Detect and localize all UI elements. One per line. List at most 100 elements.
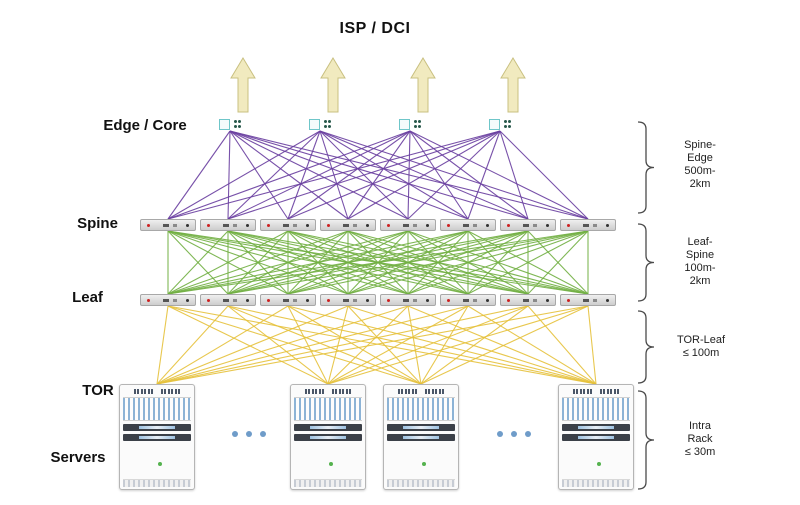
spine-leaf-link bbox=[227, 230, 589, 295]
status-led-icon bbox=[486, 224, 489, 227]
edge-port-icon bbox=[488, 118, 500, 130]
spine-switch bbox=[380, 219, 436, 231]
status-led-icon bbox=[366, 299, 369, 302]
spine-leaf-link bbox=[167, 230, 529, 295]
edge-spine-link bbox=[467, 130, 501, 220]
status-led-icon bbox=[327, 299, 330, 302]
leaf-tor-link bbox=[587, 305, 597, 385]
edge-port-icon bbox=[398, 118, 410, 130]
port-block-icon bbox=[473, 224, 477, 227]
rack-vent bbox=[123, 479, 191, 487]
more-racks-dot bbox=[232, 431, 238, 437]
layer-label-spine: Spine bbox=[77, 215, 118, 232]
leaf-tor-link bbox=[420, 305, 529, 385]
leaf-tor-link bbox=[527, 305, 597, 385]
edge-spine-link bbox=[287, 130, 321, 220]
power-led-icon bbox=[422, 461, 427, 466]
leaf-tor-link bbox=[156, 305, 229, 385]
status-led-icon bbox=[606, 224, 609, 227]
server-unit bbox=[562, 434, 630, 441]
status-led-icon bbox=[486, 299, 489, 302]
leaf-tor-link bbox=[287, 305, 329, 385]
edge-spine-link bbox=[227, 130, 231, 220]
uplink-arrow-icon bbox=[410, 57, 436, 113]
annotation-intra-rack: Intra Rack ≤ 30m bbox=[684, 420, 716, 458]
edge-spine-link bbox=[407, 130, 501, 220]
status-led-icon bbox=[546, 224, 549, 227]
server-rack bbox=[290, 384, 366, 490]
leaf-tor-link bbox=[327, 305, 589, 385]
leaf-tor-link bbox=[347, 305, 422, 385]
annotation-bracket bbox=[637, 310, 655, 384]
status-led-icon bbox=[207, 299, 210, 302]
layer-label-leaf: Leaf bbox=[72, 289, 103, 306]
status-led-icon bbox=[306, 299, 309, 302]
port-block-icon bbox=[163, 224, 169, 227]
more-racks-dot bbox=[511, 431, 517, 437]
leaf-switch bbox=[140, 294, 196, 306]
leaf-tor-link bbox=[327, 305, 409, 385]
status-led-icon bbox=[267, 224, 270, 227]
status-led-icon bbox=[186, 224, 189, 227]
edge-spine-link bbox=[167, 130, 501, 220]
tor-switch bbox=[562, 387, 630, 396]
leaf-tor-link bbox=[156, 305, 409, 385]
leaf-tor-link bbox=[167, 305, 597, 385]
leaf-tor-link bbox=[347, 305, 597, 385]
port-block-icon bbox=[163, 299, 169, 302]
status-led-icon bbox=[507, 224, 510, 227]
port-block-icon bbox=[233, 224, 237, 227]
status-led-icon bbox=[147, 299, 150, 302]
status-led-icon bbox=[546, 299, 549, 302]
port-block-icon bbox=[473, 299, 477, 302]
spine-leaf-link bbox=[467, 230, 589, 295]
leaf-tor-link bbox=[420, 305, 469, 385]
edge-led-dots bbox=[413, 120, 422, 128]
port-block-icon bbox=[353, 224, 357, 227]
rack-vent bbox=[387, 479, 455, 487]
leaf-tor-link bbox=[167, 305, 329, 385]
spine-leaf-link bbox=[527, 230, 589, 295]
port-block-icon bbox=[343, 224, 349, 227]
leaf-tor-link bbox=[407, 305, 422, 385]
server-rack bbox=[558, 384, 634, 490]
status-led-icon bbox=[246, 224, 249, 227]
layer-label-servers: Servers bbox=[50, 449, 106, 466]
status-led-icon bbox=[267, 299, 270, 302]
spine-leaf-link bbox=[167, 230, 409, 295]
status-led-icon bbox=[447, 224, 450, 227]
server-unit bbox=[562, 424, 630, 431]
edge-port-icon bbox=[218, 118, 230, 130]
port-block-icon bbox=[403, 224, 409, 227]
leaf-tor-link bbox=[327, 305, 469, 385]
server-rack bbox=[119, 384, 195, 490]
leaf-tor-link bbox=[420, 305, 589, 385]
uplink-arrow-icon bbox=[320, 57, 346, 113]
edge-spine-link bbox=[229, 130, 289, 220]
leaf-tor-link bbox=[227, 305, 597, 385]
edge-led-dots bbox=[323, 120, 332, 128]
patch-panel bbox=[294, 397, 362, 421]
port-block-icon bbox=[293, 224, 297, 227]
uplink-arrow-icon bbox=[500, 57, 526, 113]
port-block-icon bbox=[403, 299, 409, 302]
port-block-icon bbox=[223, 224, 229, 227]
layer-label-edge-core: Edge / Core bbox=[103, 117, 187, 134]
rack-vent bbox=[294, 479, 362, 487]
power-led-icon bbox=[158, 461, 163, 466]
rack-blank-panel bbox=[387, 441, 455, 479]
status-led-icon bbox=[387, 299, 390, 302]
leaf-tor-link bbox=[156, 305, 469, 385]
leaf-switch bbox=[380, 294, 436, 306]
port-block-icon bbox=[593, 224, 597, 227]
status-led-icon bbox=[186, 299, 189, 302]
edge-spine-link bbox=[167, 130, 321, 220]
server-unit bbox=[123, 434, 191, 441]
port-block-icon bbox=[533, 299, 537, 302]
port-block-icon bbox=[353, 299, 357, 302]
status-led-icon bbox=[306, 224, 309, 227]
more-racks-dot bbox=[246, 431, 252, 437]
spine-leaf-link bbox=[287, 230, 589, 295]
server-unit bbox=[123, 424, 191, 431]
